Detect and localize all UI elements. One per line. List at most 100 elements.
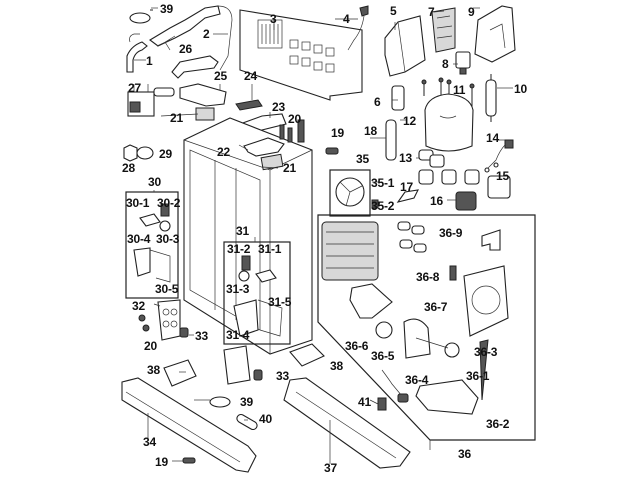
label-34: 34	[143, 435, 156, 449]
part-4-cord	[347, 5, 369, 51]
part-39-clamp-2	[209, 396, 231, 408]
label-38-right: 38	[330, 359, 343, 373]
label-21-right: 21	[283, 161, 296, 175]
label-31-4: 31-4	[226, 328, 250, 342]
part-38-bracket-right	[289, 343, 325, 367]
part-10-drier	[485, 74, 497, 122]
part-33-foot-2	[253, 369, 263, 381]
part-39-clamp	[129, 9, 153, 24]
part-12-compressor	[424, 93, 474, 152]
part-29-ring	[136, 146, 154, 160]
part-36-parts	[321, 221, 509, 415]
label-7: 7	[428, 5, 435, 19]
label-30-2: 30-2	[157, 196, 181, 210]
part-19-screw-2	[182, 457, 196, 464]
label-19-bottom: 19	[155, 455, 168, 469]
label-38-left: 38	[147, 363, 160, 377]
label-3: 3	[270, 12, 277, 26]
label-30-5: 30-5	[155, 282, 179, 296]
label-14: 14	[486, 131, 499, 145]
label-31-3: 31-3	[226, 282, 250, 296]
part-25-hinge-plate	[179, 83, 227, 121]
cabinet	[183, 117, 313, 355]
part-31-parts	[233, 255, 283, 337]
label-29: 29	[159, 147, 172, 161]
label-31-1: 31-1	[258, 242, 282, 256]
label-30: 30	[148, 175, 161, 189]
label-30-1: 30-1	[126, 196, 150, 210]
part-24-hinge-cover	[235, 99, 263, 111]
part-26-cover	[171, 55, 219, 79]
label-22: 22	[217, 145, 230, 159]
part-17-clip	[396, 189, 419, 203]
label-27: 27	[128, 81, 141, 95]
label-33-left: 33	[195, 329, 208, 343]
label-9: 9	[468, 5, 475, 19]
label-15: 15	[496, 169, 509, 183]
part-6-capacitor	[391, 85, 405, 111]
label-16: 16	[430, 194, 443, 208]
part-20-screw-2	[142, 324, 150, 332]
label-4: 4	[343, 12, 350, 26]
label-2: 2	[203, 27, 210, 41]
label-31-2: 31-2	[227, 242, 251, 256]
label-35-2: 35-2	[371, 199, 395, 213]
label-36-9: 36-9	[439, 226, 463, 240]
label-10: 10	[514, 82, 527, 96]
part-27-water-valve	[127, 84, 175, 117]
label-39-bottom: 39	[240, 395, 253, 409]
label-5: 5	[390, 4, 397, 18]
part-9-cover	[474, 5, 516, 63]
part-40-roller	[236, 413, 258, 431]
label-37: 37	[324, 461, 337, 475]
part-16-overload	[455, 191, 477, 211]
part-30-parts	[133, 203, 171, 283]
label-33-right: 33	[276, 369, 289, 383]
label-30-3: 30-3	[156, 232, 180, 246]
part-20-screw	[138, 314, 146, 322]
label-21-left: 21	[170, 111, 183, 125]
label-20-bottom: 20	[144, 339, 157, 353]
part-20-bolts	[279, 119, 305, 143]
label-36-3: 36-3	[474, 345, 498, 359]
label-36-7: 36-7	[424, 300, 448, 314]
part-2-harness	[149, 5, 233, 71]
label-36-5: 36-5	[371, 349, 395, 363]
label-19-top: 19	[331, 126, 344, 140]
part-8-relay	[455, 51, 471, 75]
label-39-top: 39	[160, 2, 173, 16]
part-36-box	[317, 214, 536, 441]
label-11: 11	[453, 83, 466, 97]
label-13: 13	[399, 151, 412, 165]
label-31: 31	[236, 224, 249, 238]
label-20-top: 20	[288, 112, 301, 126]
label-12: 12	[403, 114, 416, 128]
label-25: 25	[214, 69, 227, 83]
part-34-base-cover	[121, 377, 257, 473]
label-36-4: 36-4	[405, 373, 429, 387]
label-35: 35	[356, 152, 369, 166]
part-31-box	[223, 241, 291, 345]
part-3-panel	[239, 9, 363, 101]
part-22-hinge-top	[243, 137, 285, 157]
hinge-center	[223, 345, 251, 385]
part-5-box	[384, 15, 426, 77]
label-41: 41	[358, 395, 371, 409]
label-18: 18	[364, 124, 377, 138]
part-15-overload-cover	[487, 175, 511, 199]
part-19-screw	[325, 147, 339, 155]
label-8: 8	[442, 57, 449, 71]
part-30-box	[125, 191, 179, 299]
label-6: 6	[374, 95, 381, 109]
part-7-pcb	[431, 7, 456, 53]
part-13-grommets	[418, 149, 480, 185]
label-36-8: 36-8	[416, 270, 440, 284]
label-32: 32	[132, 299, 145, 313]
label-36-6: 36-6	[345, 339, 369, 353]
part-35-fan-box	[329, 169, 379, 217]
label-40: 40	[259, 412, 272, 426]
part-14-wire	[484, 139, 514, 173]
label-36-2: 36-2	[486, 417, 510, 431]
